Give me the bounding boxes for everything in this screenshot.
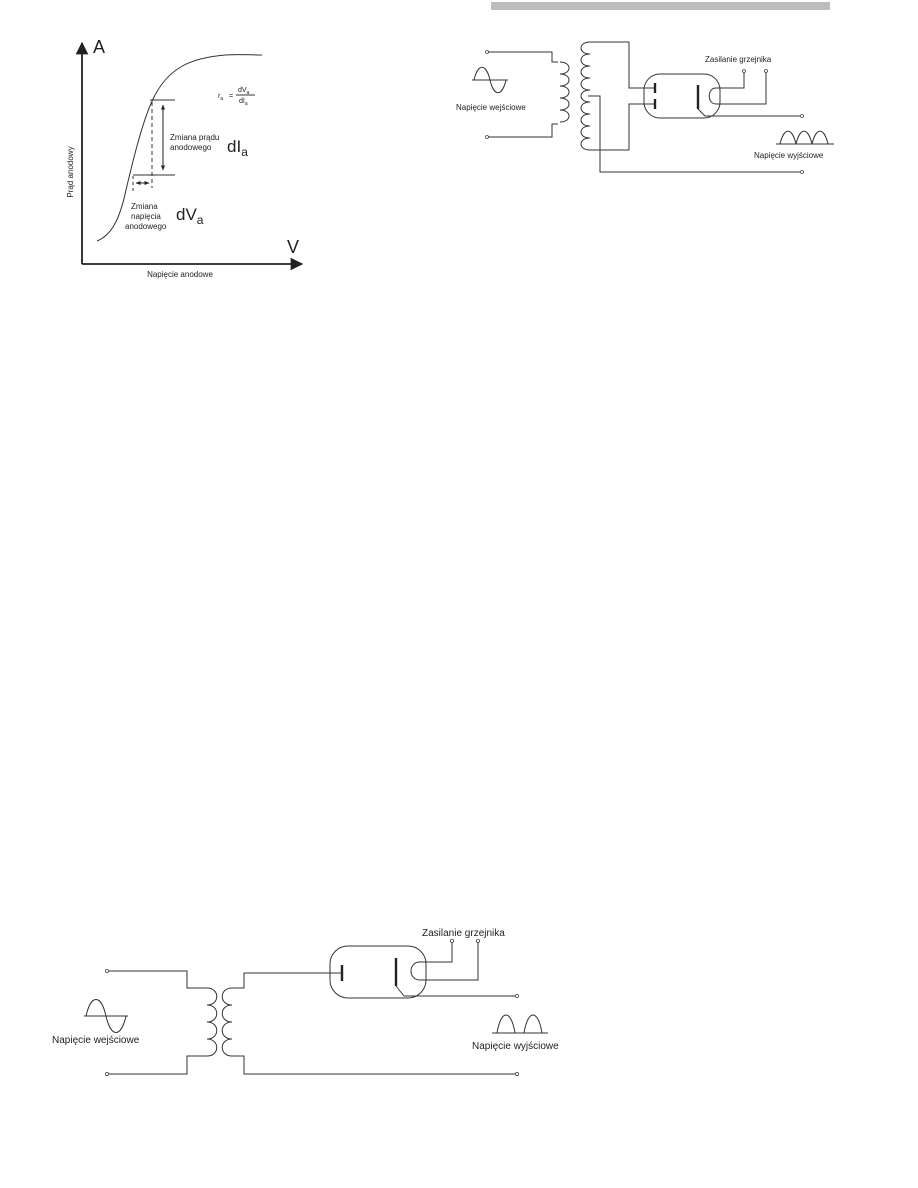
heater-filament <box>708 87 717 105</box>
transformer-secondary-coil <box>221 987 233 1057</box>
voltage-change-label-2: napięcia <box>131 212 161 221</box>
half-wave-rectifier-diagram: Napięcie wejściowe Zasilanie grzejnika N… <box>52 928 559 1076</box>
current-change-label-2: anodowego <box>170 143 212 152</box>
output-voltage-label: Napięcie wyjściowe <box>472 1041 559 1052</box>
voltage-change-label-3: anodowego <box>125 222 167 231</box>
heater-terminal-2 <box>475 939 480 944</box>
voltage-change-symbol: dVa <box>176 205 204 227</box>
vacuum-tube-envelope <box>643 73 721 119</box>
characteristic-curve <box>96 54 263 242</box>
heater-supply-label: Zasilanie grzejnika <box>422 928 505 939</box>
heater-filament <box>410 961 421 981</box>
voltage-change-label-1: Zmiana <box>131 202 158 211</box>
heater-terminal-1 <box>449 939 454 944</box>
vacuum-tube-envelope <box>329 945 427 999</box>
heater-supply-label: Zasilanie grzejnika <box>705 55 772 64</box>
heater-terminal-2 <box>764 69 768 73</box>
output-terminal-bottom <box>515 1071 520 1076</box>
current-change-symbol: dIa <box>227 137 248 159</box>
center-tap-wire <box>588 95 800 173</box>
output-voltage-label: Napięcie wyjściowe <box>754 151 824 160</box>
output-terminal-bottom <box>800 170 804 174</box>
x-axis-label: Napięcie anodowe <box>147 270 213 279</box>
formula-equals: = <box>229 93 233 100</box>
current-change-label-1: Zmiana prądu <box>170 133 219 142</box>
transformer-primary-coil <box>559 61 570 123</box>
output-terminal-top <box>515 994 520 999</box>
transformer-primary-coil <box>206 987 218 1057</box>
output-full-wave-icon <box>779 130 829 145</box>
output-half-wave-icon <box>496 1014 543 1034</box>
heater-terminal-1 <box>742 69 746 73</box>
y-axis-letter: A <box>93 37 105 57</box>
anode-characteristic-graph: A V Prąd anodowy Napięcie anodowe ra = d… <box>66 37 304 279</box>
output-terminal-top <box>800 114 804 118</box>
y-axis-label: Prąd anodowy <box>66 146 75 197</box>
input-terminal-bottom <box>105 1071 110 1076</box>
transformer-secondary-coil <box>580 41 591 151</box>
input-terminal-top <box>105 969 110 974</box>
formula-denominator: dIa <box>239 98 248 107</box>
formula-lhs: ra <box>218 93 223 102</box>
input-voltage-label: Napięcie wejściowe <box>52 1035 140 1046</box>
x-axis-letter: V <box>287 237 299 257</box>
input-voltage-label: Napięcie wejściowe <box>456 103 526 112</box>
header-bar <box>491 2 830 10</box>
full-wave-rectifier-diagram: Napięcie wejściowe Zasilanie grzejnika N… <box>456 41 834 174</box>
formula-numerator: dVa <box>238 87 250 96</box>
